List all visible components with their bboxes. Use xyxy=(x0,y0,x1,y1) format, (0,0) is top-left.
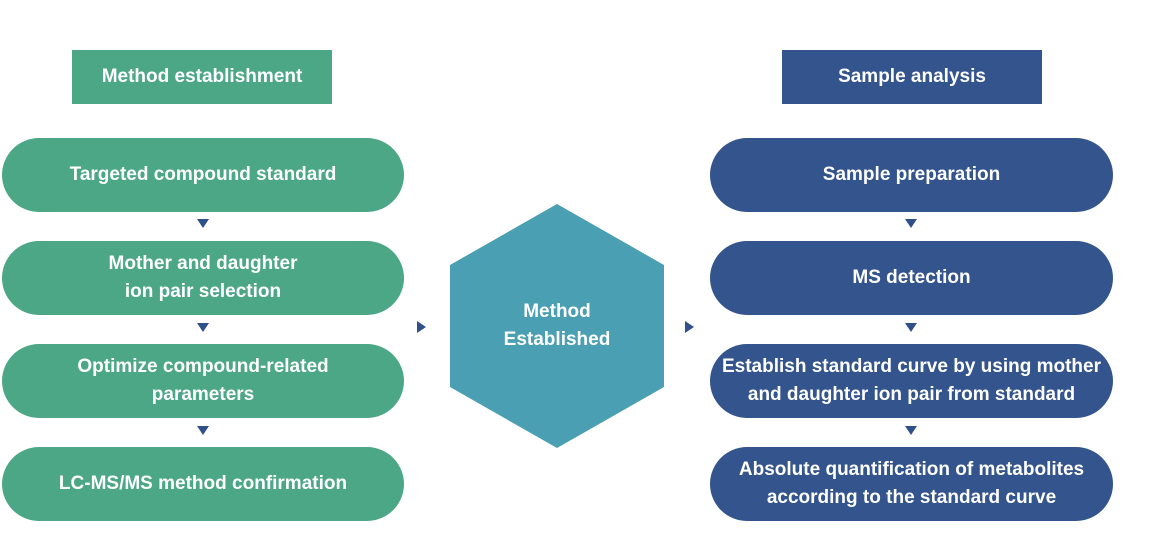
arrow-down-icon xyxy=(905,323,917,332)
method-established-label: Method Established xyxy=(450,298,664,354)
arrow-down-icon xyxy=(905,426,917,435)
hex-label-line1: Method xyxy=(523,301,591,322)
method-established-hexagon xyxy=(450,204,664,448)
arrow-right-icon xyxy=(685,321,694,333)
hex-label-line2: Established xyxy=(503,329,611,350)
step-targeted-compound-standard: Targeted compound standard xyxy=(2,138,404,212)
step-ms-detection: MS detection xyxy=(710,241,1113,315)
arrow-down-icon xyxy=(197,426,209,435)
step-sample-preparation: Sample preparation xyxy=(710,138,1113,212)
arrow-down-icon xyxy=(197,219,209,228)
arrow-down-icon xyxy=(905,219,917,228)
arrow-down-icon xyxy=(197,323,209,332)
method-establishment-header: Method establishment xyxy=(72,50,332,104)
step-lcms-method-confirmation: LC-MS/MS method confirmation xyxy=(2,447,404,521)
sample-analysis-header: Sample analysis xyxy=(782,50,1042,104)
step-ion-pair-selection: Mother and daughter ion pair selection xyxy=(2,241,404,315)
step-establish-standard-curve: Establish standard curve by using mother… xyxy=(710,344,1113,418)
step-absolute-quantification: Absolute quantification of metabolites a… xyxy=(710,447,1113,521)
arrow-right-icon xyxy=(417,321,426,333)
step-optimize-parameters: Optimize compound-related parameters xyxy=(2,344,404,418)
